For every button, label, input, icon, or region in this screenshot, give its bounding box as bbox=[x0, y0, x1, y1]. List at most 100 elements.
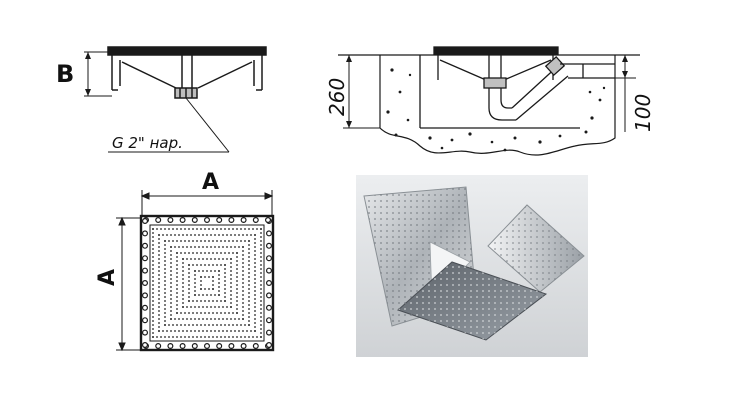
nozzle-mark bbox=[224, 240, 226, 242]
bolt-mark bbox=[266, 304, 273, 311]
bolt-mark bbox=[216, 343, 223, 350]
nozzle-mark bbox=[186, 306, 188, 308]
nozzle-mark bbox=[184, 228, 186, 230]
nozzle-mark bbox=[180, 228, 182, 230]
nozzle-mark bbox=[234, 318, 236, 320]
nozzle-mark bbox=[192, 264, 194, 266]
nozzle-mark bbox=[174, 330, 176, 332]
nozzle-mark bbox=[260, 260, 262, 262]
nozzle-mark bbox=[214, 234, 216, 236]
nozzle-mark bbox=[176, 300, 178, 302]
nozzle-mark bbox=[184, 324, 186, 326]
nozzle-mark bbox=[254, 254, 256, 256]
nozzle-mark bbox=[200, 252, 202, 254]
nozzle-mark bbox=[164, 292, 166, 294]
nozzle-mark bbox=[200, 288, 202, 290]
bolt-mark bbox=[240, 343, 247, 350]
offset-100-label: 100 bbox=[631, 94, 655, 132]
nozzle-mark bbox=[260, 284, 262, 286]
nozzle-mark bbox=[202, 270, 204, 272]
nozzle-mark bbox=[178, 246, 180, 248]
nozzle-mark bbox=[182, 318, 184, 320]
nozzle-mark bbox=[260, 252, 262, 254]
nozzle-mark bbox=[212, 276, 214, 278]
nozzle-mark bbox=[248, 228, 250, 230]
nozzle-mark bbox=[158, 310, 160, 312]
bolt-mark bbox=[142, 218, 149, 225]
nozzle-mark bbox=[158, 290, 160, 292]
nozzle-mark bbox=[248, 324, 250, 326]
nozzle-mark bbox=[164, 336, 166, 338]
nozzle-mark bbox=[248, 276, 250, 278]
nozzle-mark bbox=[192, 240, 194, 242]
nozzle-mark bbox=[164, 240, 166, 242]
nozzle-mark bbox=[178, 234, 180, 236]
nozzle-mark bbox=[248, 320, 250, 322]
nozzle-mark bbox=[196, 312, 198, 314]
nozzle-mark bbox=[176, 296, 178, 298]
nozzle-mark bbox=[216, 252, 218, 254]
nozzle-mark bbox=[170, 254, 172, 256]
nozzle-mark bbox=[260, 244, 262, 246]
nozzle-mark bbox=[194, 234, 196, 236]
nozzle-mark bbox=[238, 330, 240, 332]
nozzle-mark bbox=[246, 234, 248, 236]
nozzle-mark bbox=[152, 276, 154, 278]
nozzle-mark bbox=[260, 296, 262, 298]
nozzle-mark bbox=[222, 306, 224, 308]
nozzle-mark bbox=[242, 294, 244, 296]
nozzle-mark bbox=[164, 320, 166, 322]
nozzle-mark bbox=[194, 282, 196, 284]
nozzle-mark bbox=[152, 272, 154, 274]
nozzle-mark bbox=[228, 228, 230, 230]
nozzle-mark bbox=[158, 278, 160, 280]
nozzle-mark bbox=[254, 250, 256, 252]
bolt-mark bbox=[266, 267, 273, 274]
nozzle-mark bbox=[236, 308, 238, 310]
nozzle-mark bbox=[234, 246, 236, 248]
nozzle-mark bbox=[152, 228, 154, 230]
nozzle-mark bbox=[204, 300, 206, 302]
nozzle-mark bbox=[192, 312, 194, 314]
nozzle-mark bbox=[260, 332, 262, 334]
nozzle-mark bbox=[192, 324, 194, 326]
nozzle-mark bbox=[158, 326, 160, 328]
nozzle-mark bbox=[186, 258, 188, 260]
nozzle-mark bbox=[256, 336, 258, 338]
nozzle-mark bbox=[184, 312, 186, 314]
nozzle-mark bbox=[206, 270, 208, 272]
nozzle-mark bbox=[254, 278, 256, 280]
nozzle-mark bbox=[250, 234, 252, 236]
nozzle-mark bbox=[194, 290, 196, 292]
nozzle-mark bbox=[242, 262, 244, 264]
nozzle-mark bbox=[248, 288, 250, 290]
nozzle-mark bbox=[216, 264, 218, 266]
nozzle-mark bbox=[158, 250, 160, 252]
nozzle-mark bbox=[162, 234, 164, 236]
nozzle-mark bbox=[214, 306, 216, 308]
nozzle-mark bbox=[196, 300, 198, 302]
nozzle-mark bbox=[170, 318, 172, 320]
nozzle-mark bbox=[164, 276, 166, 278]
bolt-mark bbox=[142, 255, 149, 262]
nozzle-mark bbox=[188, 288, 190, 290]
nozzle-mark bbox=[170, 310, 172, 312]
nozzle-mark bbox=[158, 246, 160, 248]
nozzle-mark bbox=[158, 282, 160, 284]
nozzle-mark bbox=[182, 274, 184, 276]
nozzle-mark bbox=[198, 234, 200, 236]
nozzle-mark bbox=[176, 324, 178, 326]
nozzle-mark bbox=[254, 318, 256, 320]
nozzle-mark bbox=[236, 284, 238, 286]
nozzle-mark bbox=[204, 240, 206, 242]
nozzle-mark bbox=[238, 234, 240, 236]
bolt-mark bbox=[142, 342, 149, 349]
nozzle-mark bbox=[200, 312, 202, 314]
nozzle-mark bbox=[226, 234, 228, 236]
nozzle-mark bbox=[232, 252, 234, 254]
nozzle-mark bbox=[236, 228, 238, 230]
nozzle-mark bbox=[184, 336, 186, 338]
nozzle-mark bbox=[230, 266, 232, 268]
nozzle-mark bbox=[184, 240, 186, 242]
nozzle-mark bbox=[242, 302, 244, 304]
